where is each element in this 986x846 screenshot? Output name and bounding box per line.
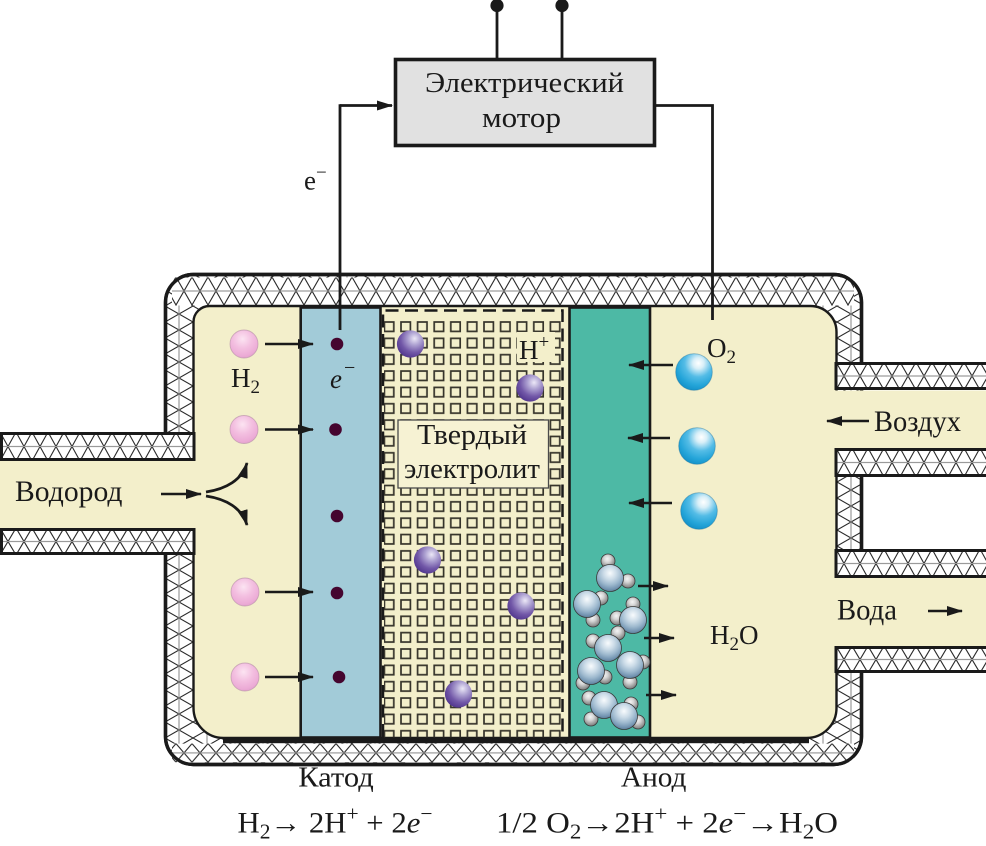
svg-text:Водород: Водород xyxy=(15,475,123,508)
svg-text:H2→ 2H+ + 2e−: H2→ 2H+ + 2e− xyxy=(238,802,433,844)
svg-text:Катод: Катод xyxy=(298,763,374,794)
svg-text:1/2 O2→2H+ + 2e−→H2O: 1/2 O2→2H+ + 2e−→H2O xyxy=(496,802,838,844)
svg-text:Электрический: Электрический xyxy=(425,67,624,99)
svg-text:e: e xyxy=(330,364,342,394)
svg-text:−: − xyxy=(344,357,355,379)
svg-text:электролит: электролит xyxy=(404,454,540,485)
svg-text:мотор: мотор xyxy=(482,102,561,134)
svg-text:Анод: Анод xyxy=(621,763,687,794)
svg-text:Твердый: Твердый xyxy=(417,420,527,451)
svg-text:Воздух: Воздух xyxy=(874,405,961,438)
svg-text:Вода: Вода xyxy=(837,594,897,627)
